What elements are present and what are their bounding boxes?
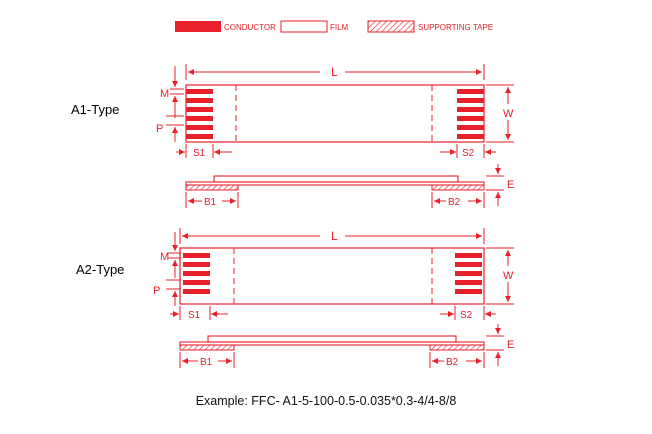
a2-side-view <box>179 324 504 368</box>
a2-conductors-left <box>183 253 210 294</box>
example-part-number: Example: FFC- A1-5-100-0.5-0.035*0.3-4/4… <box>195 394 457 408</box>
a1-s1-label: S1 <box>193 148 206 159</box>
a2-b1-label: B1 <box>200 357 213 368</box>
a2-length-label: L <box>331 229 338 243</box>
a2-width-label: W <box>503 270 514 282</box>
a1-margin-label: M <box>160 88 169 100</box>
a1-width-label: W <box>503 108 514 120</box>
a2-pitch-label: P <box>153 285 160 297</box>
a1-top-view <box>166 64 514 158</box>
a2-s2-label: S2 <box>460 310 473 321</box>
a2-b2-label: B2 <box>446 357 459 368</box>
a1-s2-label: S2 <box>462 148 475 159</box>
a2-thickness-label: E <box>507 339 514 351</box>
legend-conductor-swatch <box>175 21 221 32</box>
a1-b2-label: B2 <box>448 197 461 208</box>
legend: CONDUCTOR FILM SUPPORTING TAPE <box>175 20 493 33</box>
a2-top-view <box>166 228 514 320</box>
a1-thickness-label: E <box>507 179 514 191</box>
a2-s1-label: S1 <box>188 310 201 321</box>
legend-supporting-tape-swatch <box>367 20 415 33</box>
a1-b1-label: B1 <box>204 197 217 208</box>
legend-supporting-tape-label: SUPPORTING TAPE <box>418 23 493 32</box>
a2-conductors-right <box>455 253 482 294</box>
a1-type-label: A1-Type <box>71 102 120 117</box>
a1-pitch-label: P <box>156 123 163 135</box>
legend-film-swatch <box>280 20 328 33</box>
a1-conductors-left <box>186 89 213 139</box>
a1-side-view <box>185 164 504 208</box>
a1-conductors-right <box>457 89 484 139</box>
a2-type-label: A2-Type <box>76 262 125 277</box>
legend-conductor-label: CONDUCTOR <box>224 23 276 32</box>
legend-film-label: FILM <box>330 23 349 32</box>
a1-length-label: L <box>331 65 338 79</box>
a2-margin-label: M <box>160 251 169 263</box>
